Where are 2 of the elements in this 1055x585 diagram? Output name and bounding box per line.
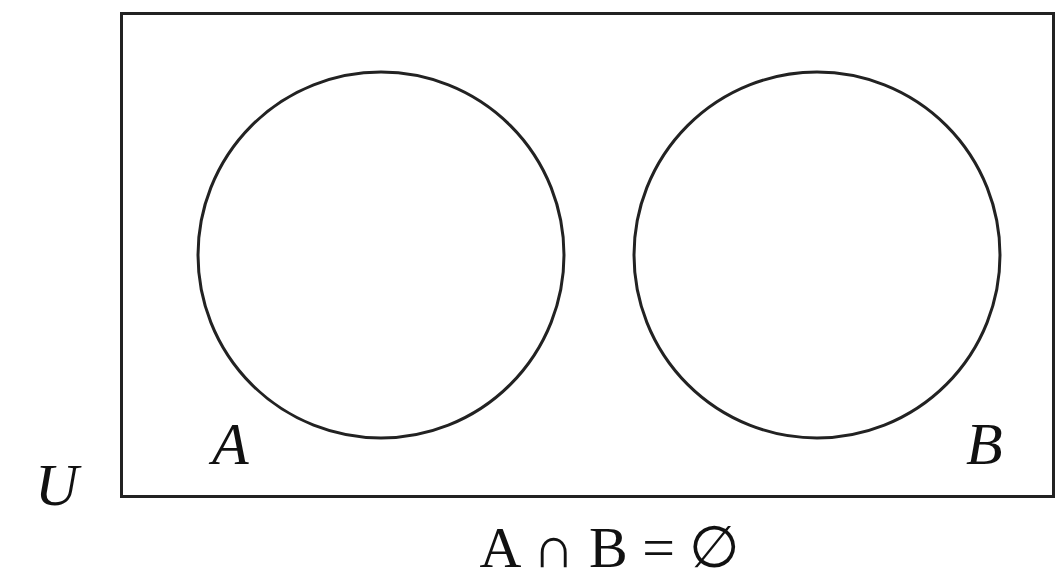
set-label: B <box>966 414 1003 474</box>
caption: A ∩ B = ∅ <box>479 515 741 580</box>
